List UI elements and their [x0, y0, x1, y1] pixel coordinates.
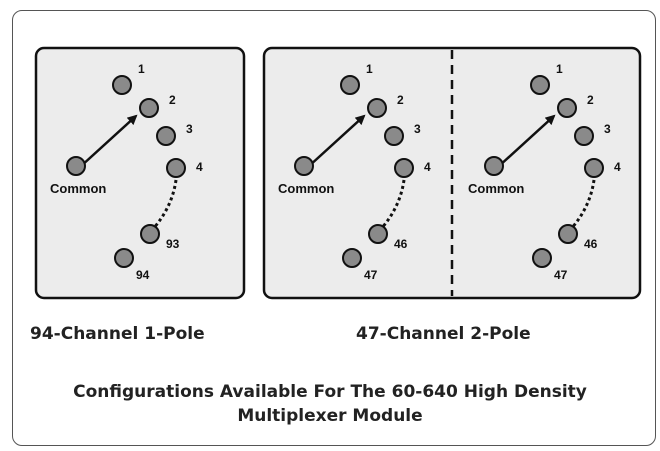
- channel-node-last: [342, 248, 362, 268]
- channel-node-second-last: [558, 224, 578, 244]
- channel-label-1: 1: [138, 62, 145, 76]
- figure-title: Configurations Available For The 60-640 …: [20, 380, 640, 428]
- caption-two-pole: 47-Channel 2-Pole: [356, 324, 531, 344]
- switch-arm: [307, 114, 366, 168]
- channel-node-2: [367, 98, 387, 118]
- caption-one-pole: 94-Channel 1-Pole: [30, 324, 205, 344]
- common-node: [66, 156, 86, 176]
- channel-label-1: 1: [556, 62, 563, 76]
- figure-title-line-1: Configurations Available For The 60-640 …: [73, 382, 587, 402]
- channel-label-2: 2: [587, 93, 594, 107]
- common-label: Common: [468, 181, 524, 196]
- channel-node-last: [114, 248, 134, 268]
- channel-label-second-last: 46: [394, 237, 408, 251]
- channel-node-3: [574, 126, 594, 146]
- switch-arm: [79, 114, 138, 168]
- common-node: [294, 156, 314, 176]
- channel-label-4: 4: [614, 160, 621, 174]
- channel-label-3: 3: [186, 122, 193, 136]
- channel-label-second-last: 93: [166, 237, 180, 251]
- channel-label-last: 94: [136, 268, 150, 282]
- channel-label-4: 4: [424, 160, 431, 174]
- channel-label-2: 2: [169, 93, 176, 107]
- channel-node-3: [384, 126, 404, 146]
- common-node: [484, 156, 504, 176]
- channel-label-last: 47: [364, 268, 378, 282]
- switch-arm: [497, 114, 556, 168]
- channel-label-1: 1: [366, 62, 373, 76]
- channel-label-3: 3: [604, 122, 611, 136]
- channel-node-1: [112, 75, 132, 95]
- channel-node-4: [584, 158, 604, 178]
- common-label: Common: [278, 181, 334, 196]
- channel-label-3: 3: [414, 122, 421, 136]
- switch-group-one-pole: 1 2 3 4 93 94 Common: [50, 62, 203, 282]
- channel-node-2: [557, 98, 577, 118]
- channel-node-2: [139, 98, 159, 118]
- channel-node-1: [340, 75, 360, 95]
- channel-node-second-last: [368, 224, 388, 244]
- channel-label-2: 2: [397, 93, 404, 107]
- common-label: Common: [50, 181, 106, 196]
- channel-node-last: [532, 248, 552, 268]
- channel-label-second-last: 46: [584, 237, 598, 251]
- channel-node-4: [394, 158, 414, 178]
- switch-group-pole-b: 1 2 3 4 46 47 Common: [468, 62, 621, 282]
- switch-group-pole-a: 1 2 3 4 46 47 Common: [278, 62, 431, 282]
- figure-title-line-2: Multiplexer Module: [237, 406, 423, 426]
- channel-label-4: 4: [196, 160, 203, 174]
- channel-node-4: [166, 158, 186, 178]
- channel-node-3: [156, 126, 176, 146]
- channel-node-1: [530, 75, 550, 95]
- channel-label-last: 47: [554, 268, 568, 282]
- panel-one-pole: [34, 46, 246, 300]
- channel-node-second-last: [140, 224, 160, 244]
